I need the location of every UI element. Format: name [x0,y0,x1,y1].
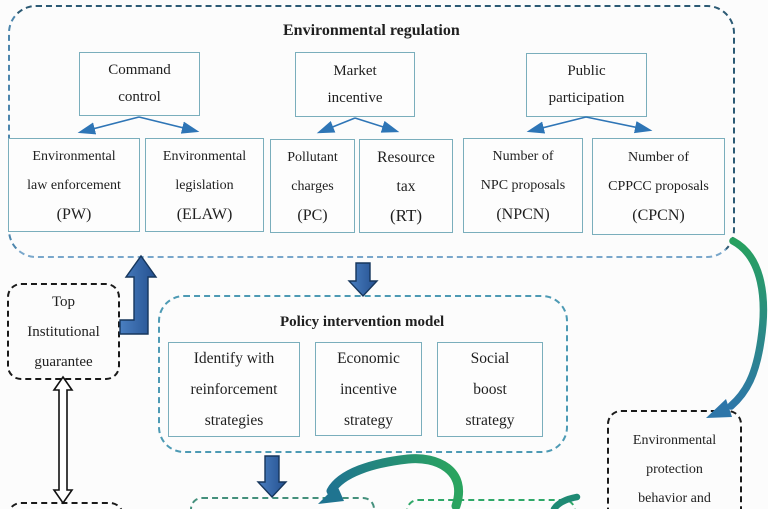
environmental-regulation-container [8,5,735,258]
node-label-line: Command [108,62,171,78]
node-label-line: Resource [377,148,435,166]
node-pollutant-charges-pc: Pollutant charges (PC) [270,139,355,233]
node-bottom-left-cutoff [7,502,124,509]
node-label-line: Environmental [632,433,717,448]
node-label-line: Social [470,350,510,367]
node-label-line: strategy [343,411,394,429]
node-label-line: (PC) [297,206,328,224]
node-label-line: protection [646,462,703,477]
node-label-line: (PW) [56,205,92,223]
node-economic-incentive-strategy: Economic incentive strategy [315,342,422,436]
node-public-participation: Public participation [526,53,647,117]
node-label-line: strategy [465,412,515,429]
node-label-line: Environmental [162,148,247,164]
policy-intervention-title: Policy intervention model [280,314,445,330]
node-label-line: (CPCN) [632,207,685,224]
node-label-line: tax [396,177,416,195]
node-label-line: (RT) [389,205,423,225]
node-label-line: incentive [340,380,397,398]
node-bottom-right-cutoff [406,499,576,509]
node-label-line: charges [291,178,334,194]
node-market-incentive: Market incentive [295,52,415,117]
node-label-line: Number of [627,150,690,165]
node-npc-proposals-npcn: Number of NPC proposals (NPCN) [463,138,583,233]
node-label-line: Identify with [193,350,275,367]
node-reinforcement-strategies: Identify with reinforcement strategies [168,342,300,437]
node-label-line: incentive [327,89,383,106]
node-label-line: CPPCC proposals [608,179,709,194]
node-label-line: control [118,89,161,105]
node-label-line: (ELAW) [176,205,233,223]
node-label-line: Economic [337,349,400,367]
node-bottom-center-cutoff [190,497,375,509]
node-label-line: Number of [492,149,554,164]
node-label-line: Institutional [27,323,100,340]
node-label-line: behavior and [638,491,711,506]
node-label-line: legislation [175,177,234,193]
node-environmental-protection-behavior: Environmental protection behavior and [607,410,742,509]
environmental-regulation-title: Environmental regulation [283,22,460,39]
node-label-line: NPC proposals [480,178,566,193]
node-cppcc-proposals-cpcn: Number of CPPCC proposals (CPCN) [592,138,725,235]
node-label-line: Market [333,62,377,79]
node-command-control: Command control [79,52,200,116]
node-label-line: law enforcement [27,177,121,193]
node-label-line: guarantee [34,353,93,370]
node-social-boost-strategy: Social boost strategy [437,342,543,437]
node-label-line: reinforcement [190,381,278,398]
node-label-line: strategies [204,412,264,429]
node-label-line: Public [567,63,606,79]
node-label-line: Pollutant [287,149,338,165]
node-label-line: participation [548,90,625,106]
node-label-line: boost [473,381,507,398]
node-label-line: (NPCN) [496,206,550,223]
node-label-line: Environmental [32,148,116,164]
node-resource-tax-rt: Resource tax (RT) [359,139,453,233]
node-legislation-elaw: Environmental legislation (ELAW) [145,138,264,232]
node-law-enforcement-pw: Environmental law enforcement (PW) [8,138,140,232]
node-top-institutional-guarantee: Top Institutional guarantee [7,283,120,380]
node-label-line: Top [51,293,76,310]
